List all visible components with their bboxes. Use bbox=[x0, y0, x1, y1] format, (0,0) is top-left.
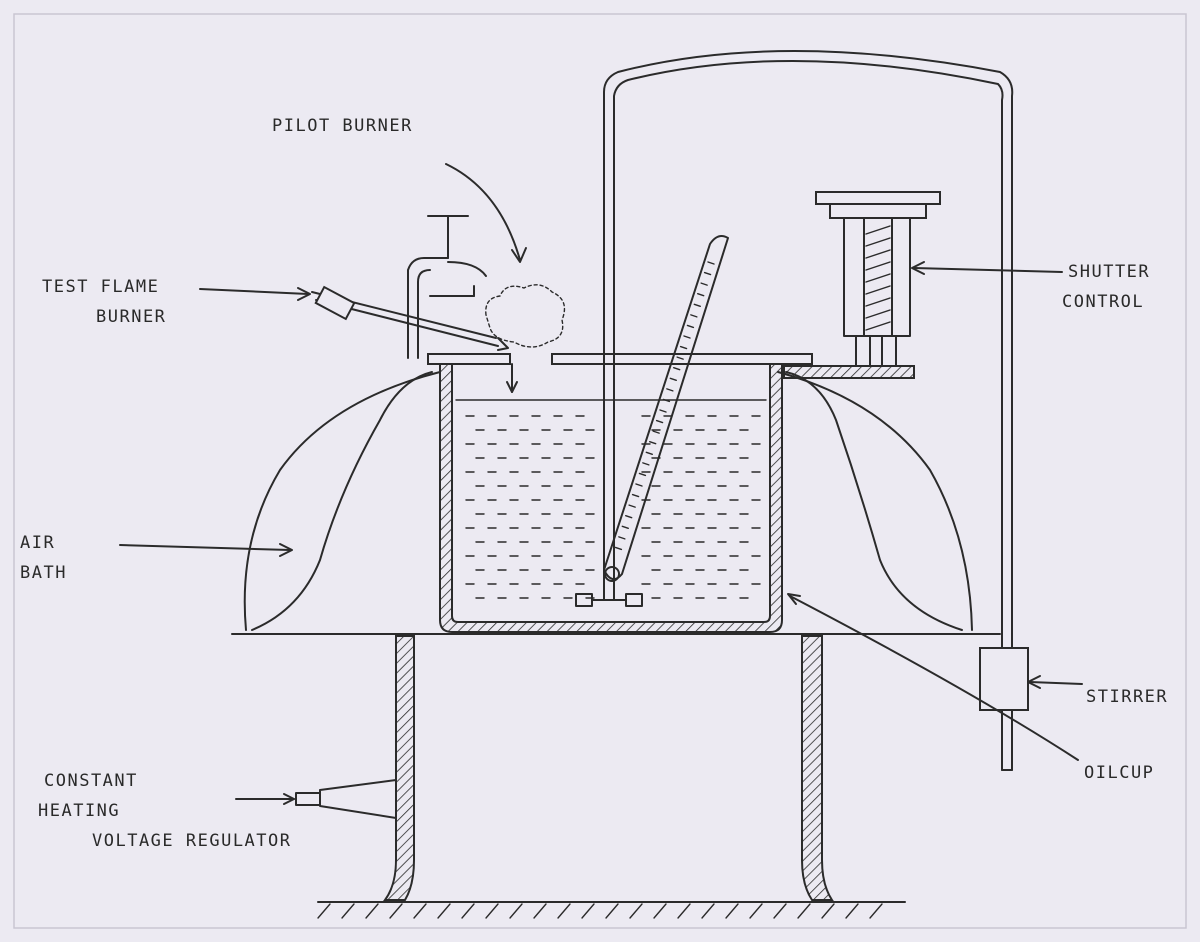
label-constant: CONSTANT bbox=[44, 771, 138, 791]
label-test-flame: TEST FLAME bbox=[42, 277, 159, 297]
label-shutter-control: CONTROL bbox=[1062, 292, 1144, 312]
heater-plug bbox=[235, 779, 397, 819]
labels: PILOT BURNER TEST FLAME BURNER SHUTTER C… bbox=[20, 116, 1168, 851]
stirrer-rod bbox=[575, 50, 1029, 771]
label-voltage-regulator: VOLTAGE REGULATOR bbox=[92, 831, 292, 851]
label-heating: HEATING bbox=[38, 801, 120, 821]
leader-lines bbox=[119, 163, 1083, 761]
label-shutter: SHUTTER bbox=[1068, 262, 1150, 282]
shutter-control bbox=[815, 191, 941, 367]
label-air: AIR bbox=[20, 533, 55, 553]
air-bath bbox=[243, 371, 973, 631]
page-border bbox=[13, 13, 1187, 929]
label-pilot-burner: PILOT BURNER bbox=[272, 116, 413, 136]
label-test-flame-burner: BURNER bbox=[96, 307, 166, 327]
thermometer bbox=[603, 235, 729, 582]
oil-cup bbox=[439, 363, 783, 633]
ground bbox=[317, 901, 906, 919]
label-oilcup: OILCUP bbox=[1084, 763, 1154, 783]
label-stirrer: STIRRER bbox=[1086, 687, 1168, 707]
test-flame-burner bbox=[311, 215, 509, 359]
support-legs bbox=[383, 635, 834, 901]
label-bath: BATH bbox=[20, 563, 67, 583]
pilot-flame bbox=[485, 284, 566, 348]
